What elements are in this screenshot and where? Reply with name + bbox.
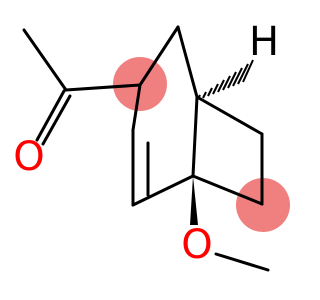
bond-carbonyl-ring (64, 83, 142, 92)
bond-c2-c7 (138, 25, 180, 87)
atom-label-methoxy-oxygen: O (181, 222, 212, 268)
bond-carbonyl-oxygen-outer (35, 89, 66, 142)
atom-label-carbonyl-oxygen: O (13, 134, 44, 180)
bond-c5-c4 (191, 174, 264, 206)
solid-wedge-bond (190, 176, 198, 225)
bond-c4-c8 (131, 174, 195, 207)
atom-label-hydrogen: H (249, 19, 279, 65)
bond-c7-c1 (176, 25, 199, 99)
bond-carbonyl-oxygen-inner (41, 94, 72, 146)
bond-oxygen-methyl (214, 252, 270, 272)
bond-c1-c4 (191, 95, 199, 178)
bond-c2-c3 (131, 83, 142, 132)
molecule-diagram: O O H (13, 19, 290, 272)
bond-methyl-carbonyl (22, 28, 68, 92)
bond-c1-c6 (195, 95, 264, 136)
hashed-wedge-bond (197, 59, 254, 100)
